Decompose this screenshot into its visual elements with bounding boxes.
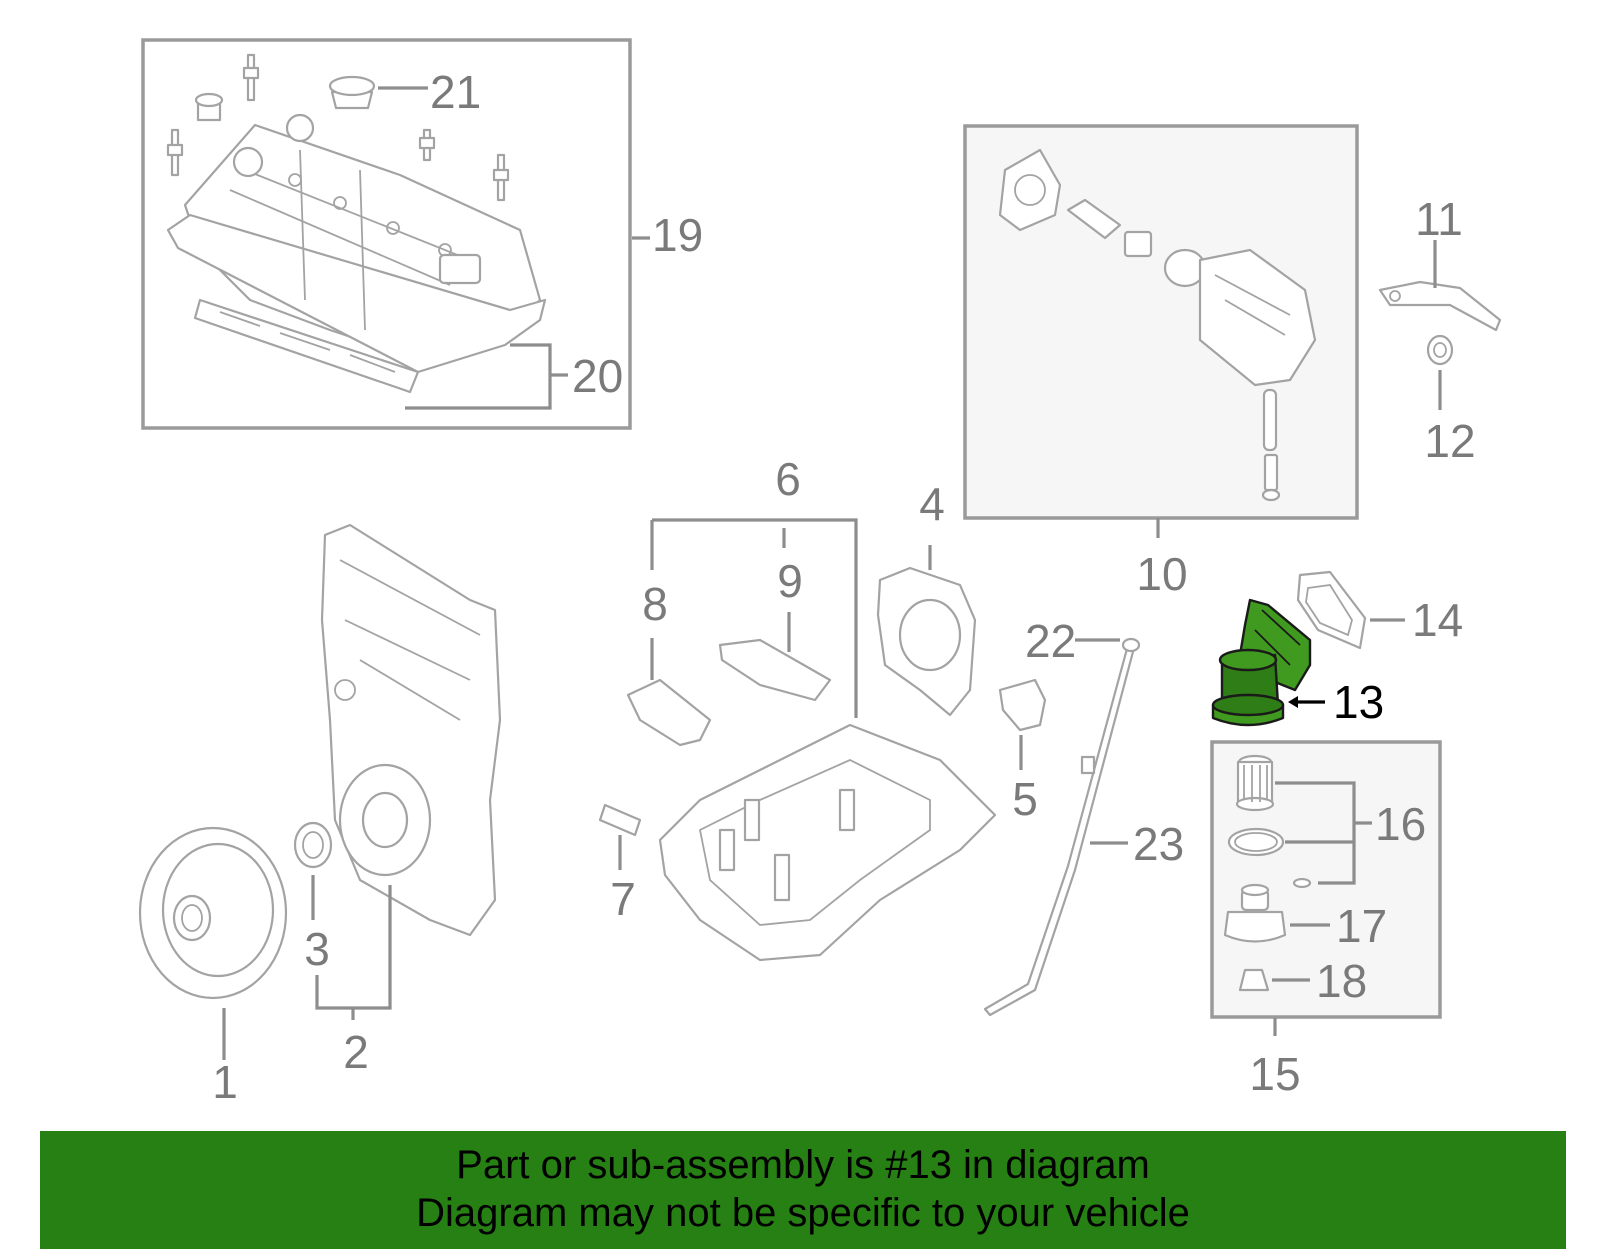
callout-19: 19 [652, 209, 703, 261]
callout-17: 17 [1336, 900, 1387, 952]
oil-pan-part[interactable] [658, 723, 997, 962]
parts-diagram: 1 2 3 4 5 6 7 8 9 10 11 12 13 14 15 16 1… [138, 38, 1502, 1108]
oil-pump-group [963, 124, 1359, 538]
bracket-part[interactable] [1378, 280, 1502, 332]
arrow-13 [1288, 696, 1298, 708]
callout-15: 15 [1249, 1048, 1300, 1100]
callout-11: 11 [1415, 193, 1463, 245]
callout-13: 13 [1333, 676, 1384, 728]
baffle-plate-8[interactable] [626, 678, 712, 747]
callout-1: 1 [212, 1056, 238, 1108]
filter-kit-group [1210, 740, 1442, 1036]
dipstick-part[interactable] [983, 637, 1141, 1017]
callout-20: 20 [572, 350, 623, 402]
callout-14: 14 [1412, 594, 1463, 646]
callout-8: 8 [642, 578, 668, 630]
oil-level-sensor-part[interactable] [598, 803, 642, 837]
pump-body[interactable] [1198, 248, 1317, 387]
part-notice-banner: Part or sub-assembly is #13 in diagram D… [40, 1131, 1566, 1249]
pump-cover-plate[interactable] [998, 148, 1062, 232]
callout-3: 3 [304, 923, 330, 975]
oil-filler-cap-part[interactable] [328, 75, 376, 110]
callout-5: 5 [1012, 773, 1038, 825]
drain-plug-part[interactable] [1238, 968, 1270, 992]
o-ring-small[interactable] [1292, 877, 1312, 889]
callout-10: 10 [1136, 548, 1187, 600]
bracket-5-part[interactable] [998, 678, 1047, 732]
front-seal-part[interactable] [293, 821, 333, 869]
callout-7: 7 [610, 873, 636, 925]
oil-filter-element[interactable] [1235, 754, 1275, 812]
oil-filter-housing-part[interactable] [1211, 598, 1312, 727]
callout-23: 23 [1133, 818, 1184, 870]
baffle-plate-9[interactable] [718, 638, 832, 702]
crankshaft-pulley-part[interactable] [138, 826, 288, 1000]
rear-cover-part[interactable] [876, 566, 977, 717]
callout-9: 9 [777, 555, 803, 607]
callout-22: 22 [1025, 615, 1076, 667]
callout-21: 21 [430, 66, 481, 118]
pump-shaft [1066, 198, 1122, 240]
valve-cover-part[interactable] [166, 113, 547, 374]
callout-2: 2 [343, 1026, 369, 1078]
seal-part[interactable] [1426, 334, 1454, 366]
banner-line-2: Diagram may not be specific to your vehi… [416, 1191, 1190, 1235]
callout-18: 18 [1316, 955, 1367, 1007]
callout-12: 12 [1424, 415, 1475, 467]
valve-cover-group [141, 38, 650, 430]
timing-cover-part[interactable] [320, 523, 502, 937]
filter-cap-part[interactable] [1223, 883, 1287, 943]
callout-16: 16 [1375, 798, 1426, 850]
gasket-14-part[interactable] [1296, 570, 1367, 650]
callout-4: 4 [919, 478, 945, 530]
valve-cover-frame [141, 38, 632, 430]
valve-cover-bolts [166, 53, 510, 202]
callout-6: 6 [775, 453, 801, 505]
banner-line-1: Part or sub-assembly is #13 in diagram [456, 1143, 1150, 1187]
